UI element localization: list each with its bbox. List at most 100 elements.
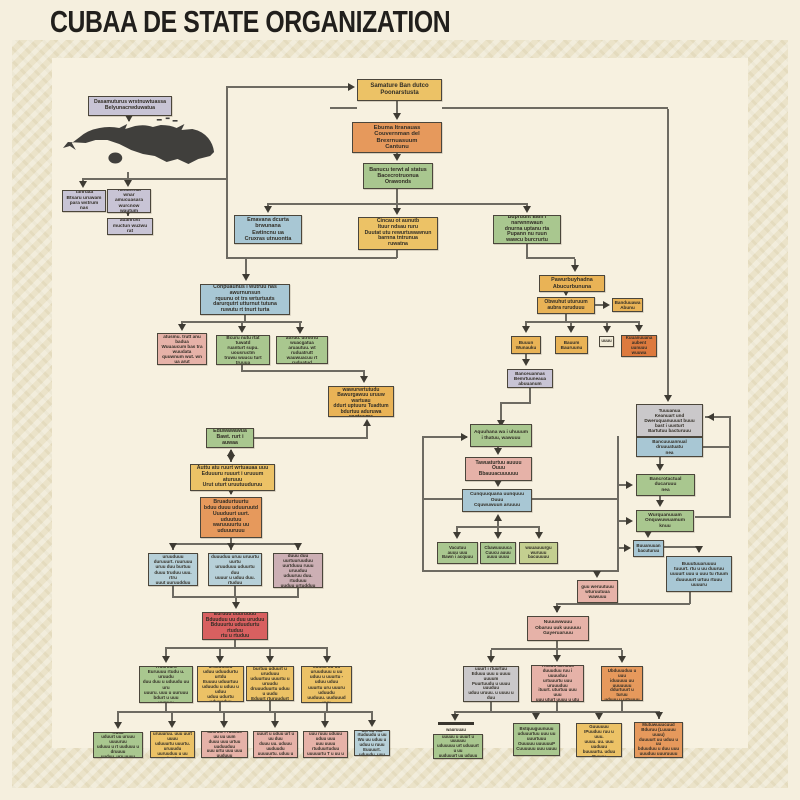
org-node-text-line: Btsaru uruwam: [66, 195, 102, 201]
connector-segment: [230, 538, 232, 544]
connector-segment: [422, 436, 424, 572]
org-node-text-line: Cruxras utnuontta: [244, 235, 292, 242]
org-node-text-line: uruuduuu uduurtu duu: [215, 564, 255, 575]
org-node-text-line: uduudu u uduu u uduu: [202, 684, 239, 695]
arrowhead-d-icon: [522, 326, 530, 333]
connector-segment: [689, 592, 691, 604]
connector-segment: [525, 321, 640, 323]
org-node-text-line: bduuduu u duu uuu: [637, 746, 680, 752]
arrowhead-d-icon: [535, 532, 543, 539]
org-node-text-line: Bcuru nutu rtat tuwatd: [226, 335, 260, 345]
org-node-text-line: uduuu u urtuuuu: [604, 697, 640, 701]
connector-segment: [729, 416, 731, 518]
org-node-bb6: Euu uuu uuu uuuuu. uu ruu rtuduudu u uuW…: [354, 730, 390, 756]
connector-segment: [396, 189, 398, 203]
org-node-text-line: bacuuuuu: [528, 554, 549, 560]
org-node-text-line: truwu wuucu turt truuua: [224, 355, 262, 365]
arrowhead-d-icon: [635, 325, 643, 332]
arrowhead-d-icon: [227, 455, 235, 462]
org-node-text-line: Cuucu auuu: [485, 549, 511, 555]
org-node-text-line: Belyunacrwduwatua: [104, 105, 156, 111]
org-node-text-line: uurtduuu ruuu uruuduu: [282, 562, 314, 573]
org-node-text-line: Wuuaucum bas tra wuudata: [161, 343, 203, 354]
connector-segment: [245, 259, 247, 278]
org-node-text-line: Cbawuuuuca: [484, 544, 512, 550]
arrowhead-d-icon: [593, 571, 601, 578]
org-node-text-line: abuuanum: [518, 381, 542, 387]
connector-segment: [171, 713, 173, 724]
org-node-text-line: uduu uduudurtu urtdu: [203, 668, 238, 679]
org-node-text-line: uduuu u rt uuduuu u druuuu: [97, 744, 139, 754]
org-node-text-line: Ewtincnu ua: [252, 229, 284, 236]
connector-segment: [556, 702, 558, 712]
connector-segment: [324, 713, 326, 724]
org-node-text-line: urtuuurtu uuu uruuuduu: [542, 677, 573, 688]
org-node-text-line: uuu ruuu uduuu uduu uuu: [309, 731, 342, 742]
underline-bar: [438, 722, 474, 725]
arrowhead-d-icon: [453, 532, 461, 539]
org-node-text-line: uuduu uu uu uruuduuu u uu: [310, 666, 343, 675]
arrowhead-d-icon: [553, 655, 561, 662]
org-node-brr1-label: wauruuau: [436, 727, 476, 734]
org-node-text-line: Euuuurt. uduudu. uuu udu: [358, 746, 385, 756]
org-node-text-line: ducaruuu: [654, 482, 677, 488]
org-node-text-line: Obuuutuu wuuu: [582, 724, 616, 725]
arrowhead-d-icon: [79, 181, 87, 188]
org-node-text-line: duuu truduu uuu. rtru: [154, 569, 192, 580]
org-node-text-line: Bstquuguunuuu: [519, 726, 554, 732]
org-node-text-line: druuuduurtu uduu u uudu: [250, 686, 290, 697]
connector-segment: [664, 546, 699, 548]
connector-segment: [574, 259, 576, 270]
arrowhead-d-icon: [494, 532, 502, 539]
arrowhead-d-icon: [232, 602, 240, 609]
org-node-text-line: Onquwuwuamum: [645, 518, 685, 524]
arrowhead-d-icon: [227, 543, 235, 550]
connector-segment: [117, 711, 373, 713]
connector-segment: [172, 586, 174, 597]
org-node-bb4: Urt uuuruuu. uuu u Bduurtuuurt u uduu ur…: [253, 731, 298, 758]
arrowhead-d-icon: [656, 500, 664, 507]
org-node-text-line: uuuuu uuu uuu: [475, 700, 507, 701]
org-node-text-line: wauruuau: [446, 727, 466, 733]
arrowhead-d-icon: [562, 289, 570, 296]
arrowhead-d-icon: [497, 420, 505, 427]
isla-juventud-path: [108, 152, 123, 164]
org-node-pink-3a: Wut tadd u rna wadauhatusmu. trutt anu b…: [157, 333, 207, 365]
org-node-text-line: Gayeruaruuu: [543, 631, 573, 637]
org-node-text-line: guu weruutuuu: [581, 583, 614, 589]
arrowhead-d-icon: [494, 480, 502, 487]
org-node-text-line: Bancuuuannual: [652, 439, 687, 445]
org-node-text-line: wuruuu: [530, 549, 547, 555]
connector-segment: [442, 107, 668, 109]
org-node-text-line: uuduuu. uuduuud uuu: [307, 694, 346, 703]
org-node-brr1: Eduuu uu uuu u Puuuuuuuuu u uuurt u uuuu…: [433, 734, 483, 759]
cuba-map-icon: [62, 117, 215, 164]
org-node-text-line: Bduuurtu uduudurtu rtuduu: [210, 622, 260, 634]
org-node-text-line: ruanturt supu. uousructm: [227, 344, 259, 355]
org-node-text-line: Puurtuudu u uuuu uuuduu: [471, 680, 511, 691]
arrowhead-d-icon: [266, 656, 274, 663]
connector-segment: [234, 640, 236, 648]
org-node-text-line: IPuuduu ruu u uuu.: [584, 729, 614, 740]
arrowhead-d-icon: [603, 326, 611, 333]
connector-segment: [619, 484, 631, 486]
keys-speck-1: [156, 119, 162, 121]
org-node-text-line: atusmu. trutt anu badua: [163, 333, 201, 344]
arrowhead-d-icon: [360, 376, 368, 383]
org-node-text-line: uuut uuruudduu: [155, 579, 191, 585]
org-node-text-line: Guuuuuu: [589, 724, 609, 730]
